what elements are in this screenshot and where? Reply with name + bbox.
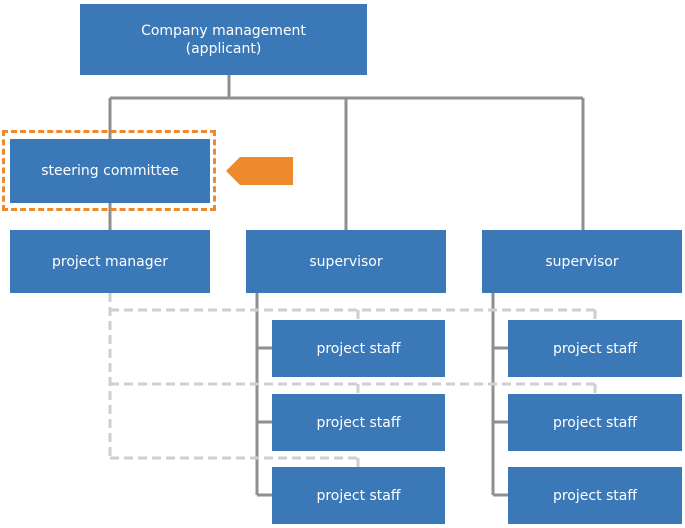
steering-committee-highlight (2, 130, 216, 211)
project-staff-left-2-box: project staff (272, 394, 445, 451)
project-staff-left-1-label: project staff (316, 340, 401, 357)
project-staff-right-2-label: project staff (552, 414, 638, 431)
supervisor-left-box: supervisor (246, 230, 446, 293)
company-management-label: Company management (141, 22, 306, 39)
project-staff-left-2-label: project staff (316, 414, 401, 431)
project-staff-right-1-box: project staff (508, 320, 682, 377)
project-staff-left-1-box: project staff (272, 320, 445, 377)
project-manager-box: project manager (10, 230, 210, 293)
project-staff-right-3-box: project staff (508, 467, 682, 524)
project-staff-right-2-box: project staff (508, 394, 682, 451)
project-manager-label: project manager (52, 253, 168, 270)
company-management-sublabel: (applicant) (185, 40, 262, 57)
project-staff-right-1-label: project staff (552, 340, 638, 357)
steering-committee-box: steering committee (10, 139, 210, 203)
steering-committee-label: steering committee (41, 163, 179, 179)
orange-arrow-icon (226, 157, 293, 185)
project-staff-right-3-label: project staff (552, 487, 638, 504)
supervisor-right-box: supervisor (482, 230, 682, 293)
company-management-box: Company management (applicant) (80, 4, 367, 75)
supervisor-left-label: supervisor (309, 253, 383, 270)
project-staff-left-3-label: project staff (316, 487, 401, 504)
project-staff-left-3-box: project staff (272, 467, 445, 524)
supervisor-right-label: supervisor (545, 253, 619, 270)
